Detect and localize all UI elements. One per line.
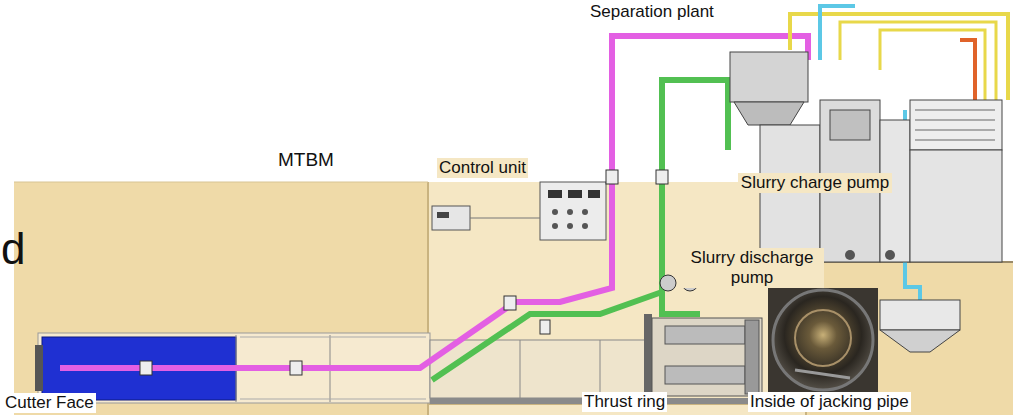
part-label: Thrust ring [582, 392, 667, 412]
part-label: Control unit [437, 158, 528, 178]
part-label: Separation plant [588, 2, 716, 22]
part-label: Inside of jacking pipe [748, 392, 911, 412]
part-label: Slurry discharge pump [680, 248, 824, 288]
part-label: d [1, 222, 25, 275]
part-label: Slurry charge pump [738, 173, 892, 193]
part-label: MTBM [278, 148, 334, 171]
part-label: Cutter Face [3, 393, 96, 413]
